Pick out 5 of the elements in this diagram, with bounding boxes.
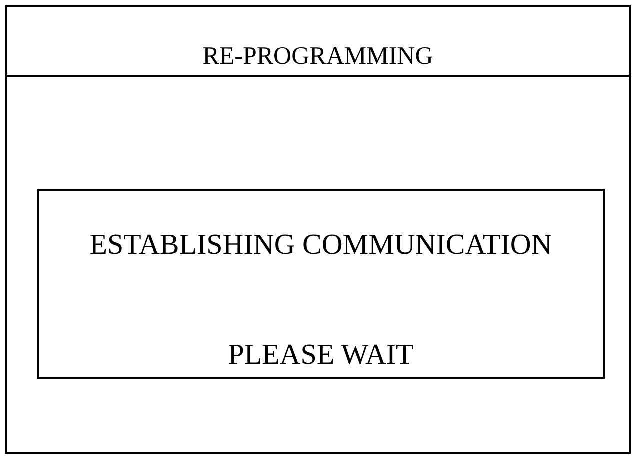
screen-frame [5, 5, 631, 454]
wait-message: PLEASE WAIT [228, 339, 414, 371]
status-message: ESTABLISHING COMMUNICATION [90, 229, 552, 261]
dialog-box [37, 189, 605, 379]
screen-title: RE-PROGRAMMING [202, 43, 434, 70]
